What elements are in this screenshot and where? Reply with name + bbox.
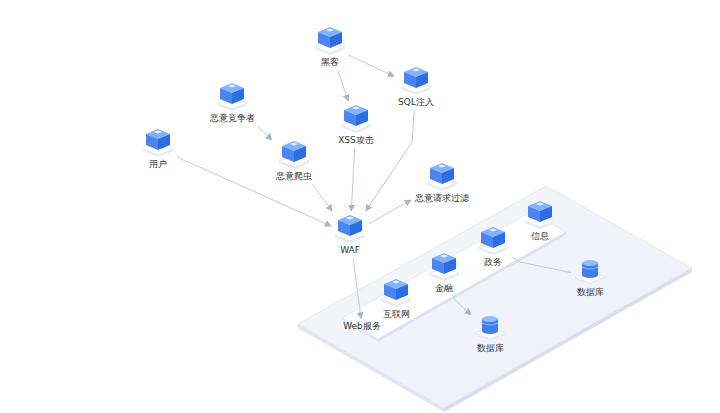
node-label: 恶意爬虫 [274,171,314,182]
node-label: 信息 [529,231,551,242]
service-node: 用户 [141,127,175,170]
node-label: 恶意竞争者 [208,113,257,124]
cube-icon [476,225,510,255]
node-label: XSS攻击 [336,135,376,146]
cube-icon [215,81,249,111]
cube-icon [427,251,461,281]
service-node: 恶意竞争者 [208,81,257,124]
connector-arrow [338,70,348,101]
database-node: 数据库 [473,311,507,354]
cube-icon [313,25,347,55]
service-node: 恶意请求过滤 [413,161,471,204]
cube-icon [523,199,557,229]
node-label: 用户 [147,159,169,170]
node-label: 黑客 [319,57,341,68]
node-label: 互联网 [381,309,412,320]
node-label: SQL注入 [396,97,436,108]
service-node: 政务 [476,225,510,268]
database-icon [473,311,507,341]
cube-icon [399,65,433,95]
service-node: 金融 [427,251,461,294]
service-node: 信息 [523,199,557,242]
cube-icon [339,103,373,133]
service-node: WAF [333,213,367,256]
cube-icon [141,127,175,157]
database-icon [573,255,607,285]
connector-arrow [369,200,411,224]
group-label: Web服务 [341,321,383,332]
connector-arrow [366,110,415,211]
node-label: 数据库 [575,287,606,298]
connector-arrow [512,257,571,272]
node-label: 政务 [482,257,504,268]
node-label: 数据库 [475,343,506,354]
node-label: 金融 [433,283,455,294]
cube-icon [425,161,459,191]
connector-arrow [257,126,272,140]
node-label: WAF [338,245,362,256]
service-node: 互联网 [379,277,413,320]
service-node: SQL注入 [396,65,436,108]
cube-icon [379,277,413,307]
connector-arrow [351,148,354,211]
connector-arrow [177,157,331,226]
node-label: 恶意请求过滤 [413,193,471,204]
connector-arrow [349,55,394,76]
connector-arrow [312,184,332,211]
service-node: XSS攻击 [336,103,376,146]
cube-icon [333,213,367,243]
connector-arrow [453,296,471,315]
service-node: 恶意爬虫 [274,139,314,182]
database-node: 数据库 [573,255,607,298]
node-label: Web服务 [341,321,383,332]
connector-arrow [353,258,361,319]
service-node: 黑客 [313,25,347,68]
cube-icon [277,139,311,169]
